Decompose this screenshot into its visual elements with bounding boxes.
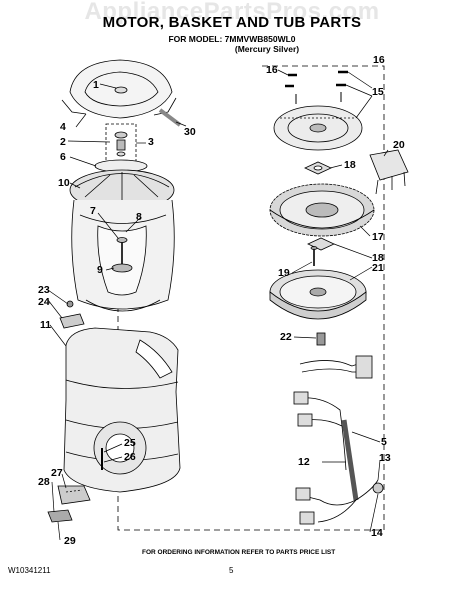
callout-27: 27	[51, 467, 63, 479]
color-line: (Mercury Silver)	[234, 44, 300, 54]
document-number: W10341211	[8, 566, 51, 575]
callout-8: 8	[136, 211, 142, 223]
callout-25: 25	[124, 437, 136, 449]
outer-tub-part	[63, 327, 181, 493]
hose-clamp-part	[47, 509, 73, 523]
callout-15: 15	[372, 86, 384, 98]
callout-28: 28	[38, 476, 50, 488]
callout-1: 1	[93, 79, 99, 91]
rotor-bolt-part	[316, 332, 326, 346]
callout-10: 10	[58, 177, 70, 189]
sensor-bracket-part	[369, 149, 409, 195]
callout-24: 24	[38, 296, 50, 308]
page-title: MOTOR, BASKET AND TUB PARTS	[102, 14, 362, 31]
callout-18-top: 18	[344, 159, 356, 171]
wire-harness-part	[293, 355, 384, 525]
callout-7: 7	[90, 205, 96, 217]
drain-pump-part	[57, 485, 91, 505]
callout-12: 12	[298, 456, 310, 468]
callout-6: 6	[60, 151, 66, 163]
pad-parts	[285, 70, 348, 104]
page-number: 5	[229, 566, 234, 575]
callout-11: 11	[40, 319, 52, 331]
callout-3: 3	[148, 136, 154, 148]
callout-29: 29	[64, 535, 76, 547]
model-line: FOR MODEL: 7MMVWB850WL0	[168, 34, 296, 44]
tub-cover-part	[61, 59, 177, 119]
callout-14: 14	[371, 527, 383, 539]
callout-9: 9	[97, 264, 103, 276]
callout-19: 19	[278, 267, 290, 279]
callout-21: 21	[372, 262, 384, 274]
tub-bracket-part	[59, 300, 85, 329]
callout-2: 2	[60, 136, 66, 148]
stator-part	[269, 183, 375, 237]
drive-bracket-part	[273, 105, 363, 151]
callout-20: 20	[393, 139, 405, 151]
callout-30: 30	[184, 126, 196, 138]
nut-washer-part	[114, 131, 128, 157]
site-watermark: AppliancePartsPros.com	[84, 0, 380, 25]
washer-part-top	[304, 161, 332, 175]
wash-basket-part	[71, 199, 175, 312]
callout-23: 23	[38, 284, 50, 296]
callout-4: 4	[60, 121, 66, 133]
callout-26: 26	[124, 451, 136, 463]
callout-16-right: 16	[373, 54, 385, 66]
callout-13: 13	[379, 452, 391, 464]
callout-17: 17	[372, 231, 384, 243]
callout-18-bottom: 18	[372, 252, 384, 264]
callout-22: 22	[280, 331, 292, 343]
rotor-part	[269, 269, 367, 320]
bolt-part	[310, 246, 318, 266]
callout-16-left: 16	[266, 64, 278, 76]
leader-lines	[47, 69, 389, 541]
callout-5: 5	[381, 436, 387, 448]
ordering-note: FOR ORDERING INFORMATION REFER TO PARTS …	[142, 549, 336, 556]
model-info: FOR MODEL: 7MMVWB850WL0 (Mercury Silver)	[0, 34, 464, 54]
